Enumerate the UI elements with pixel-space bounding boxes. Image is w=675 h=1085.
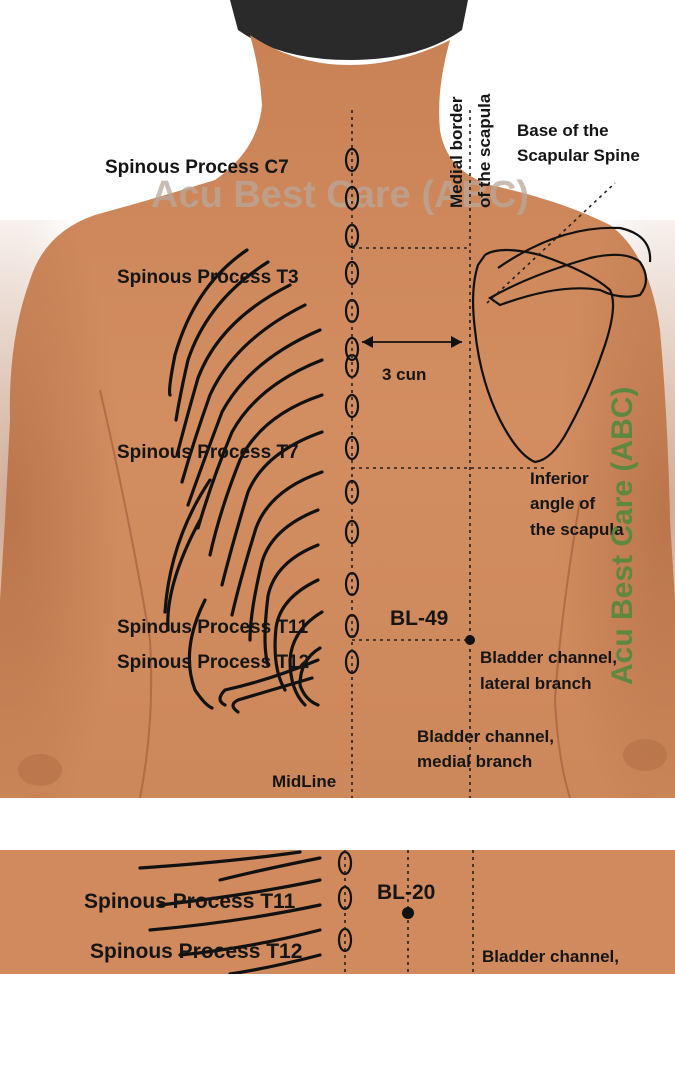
rib (148, 903, 322, 932)
acromion (497, 226, 652, 269)
label-bl49: BL-49 (390, 607, 448, 630)
rib (167, 248, 249, 397)
rib (186, 328, 322, 507)
bl49-point (465, 635, 475, 645)
label-t7: Spinous Process T7 (117, 442, 299, 463)
three-cun-arrow (362, 336, 462, 348)
detail-ribs (138, 850, 322, 974)
rib (230, 470, 324, 617)
bl20-point (402, 907, 414, 919)
rib (187, 598, 214, 710)
rib (218, 856, 322, 882)
label-three-cun: 3 cun (382, 365, 426, 384)
label-t12: Spinous Process T12 (117, 652, 309, 673)
watermark-horizontal: Acu Best Care (ABC) (151, 174, 529, 216)
rib (231, 676, 314, 714)
label-lateral-1: Bladder channel, (480, 648, 617, 667)
rib (218, 658, 320, 707)
rib (175, 283, 292, 457)
rib (163, 478, 212, 614)
rib (288, 610, 324, 707)
watermark-vertical: Acu Best Care (ABC) (606, 387, 639, 685)
hair (230, 0, 468, 60)
elbow-left (18, 754, 62, 786)
label-inferior-3: the scapula (530, 520, 624, 539)
ribcage (163, 248, 324, 714)
main-figure: Acu Best Care (ABC) (0, 0, 675, 798)
label-bl20: BL-20 (377, 881, 435, 904)
spine-leader-line (486, 182, 616, 304)
rib (248, 508, 320, 642)
vertebra (344, 336, 360, 362)
label-base-spine-1: Base of the (517, 121, 609, 140)
shadow-left (0, 220, 190, 798)
label-medial-1: Bladder channel, (417, 727, 554, 746)
label-medial-border-2: of the scapula (475, 93, 494, 208)
arm-crease-right (553, 499, 581, 798)
rib (220, 430, 324, 587)
rib (180, 303, 307, 484)
vertebra (344, 260, 360, 286)
label-t3: Spinous Process T3 (117, 267, 299, 288)
label-medial-2: medial branch (417, 752, 532, 771)
rib (138, 850, 302, 870)
rib (158, 878, 322, 907)
label-t11: Spinous Process T11 (117, 617, 309, 638)
rib (196, 358, 324, 530)
elbow-right (623, 739, 667, 771)
rib (178, 928, 322, 957)
label-inferior-2: angle of (530, 494, 596, 513)
scapula (472, 226, 652, 464)
label-c7: Spinous Process C7 (105, 157, 289, 178)
detail-figure: Spinous Process T11 Spinous Process T12 … (0, 850, 675, 974)
rib (298, 646, 322, 707)
vertebra (344, 393, 360, 419)
scapular-spine (487, 253, 648, 307)
rib (174, 260, 270, 422)
label-inferior-1: Inferior (530, 469, 589, 488)
vertebra (344, 147, 360, 173)
arm-crease-left (99, 389, 153, 798)
label-midline: MidLine (272, 772, 336, 791)
vertebra (344, 519, 360, 545)
vertebra (344, 435, 360, 461)
detail-label-t11: Spinous Process T11 (84, 890, 296, 913)
rib (208, 393, 324, 557)
label-lateral-2: lateral branch (480, 674, 592, 693)
detail-label-t12: Spinous Process T12 (90, 940, 302, 963)
label-base-spine-2: Scapular Spine (517, 146, 640, 165)
label-medial-border-1: Medial border (447, 96, 466, 208)
detail-label-bladder: Bladder channel, (482, 947, 619, 966)
rib (263, 543, 320, 667)
rib (166, 518, 202, 632)
rib (228, 953, 322, 974)
shadow-right (490, 220, 675, 798)
detail-skin (0, 850, 675, 974)
